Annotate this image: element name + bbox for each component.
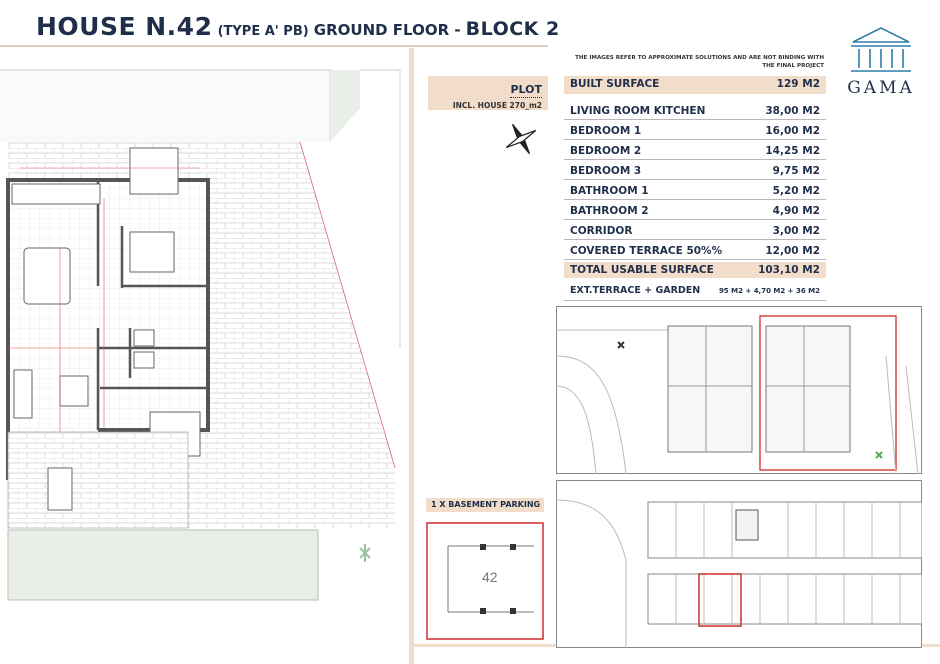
area-name: BATHROOM 2 bbox=[570, 205, 649, 217]
block-label: BLOCK 2 bbox=[465, 18, 560, 40]
ext-terrace-label: EXT.TERRACE + GARDEN bbox=[570, 285, 701, 296]
site-palm-icon bbox=[617, 341, 625, 349]
area-value: 12,00 M2 bbox=[765, 245, 820, 257]
area-row: COVERED TERRACE 50%% 12,00 M2 bbox=[564, 242, 826, 260]
dining-table bbox=[23, 247, 71, 305]
coffee-table bbox=[59, 375, 89, 407]
pillar-icon bbox=[510, 544, 516, 550]
house-floor bbox=[8, 180, 208, 430]
area-row: BEDROOM 2 14,25 M2 bbox=[564, 142, 826, 160]
house-number: HOUSE N.42 bbox=[36, 12, 213, 41]
ramp-curve bbox=[556, 499, 627, 648]
parking-number: 42 bbox=[482, 569, 498, 585]
total-usable-value: 103,10 M2 bbox=[758, 264, 820, 276]
area-name: LIVING ROOM KITCHEN bbox=[570, 105, 706, 117]
dimension-lines bbox=[8, 167, 200, 468]
palm-icon bbox=[359, 544, 371, 562]
ext-terrace-value: 95 M2 + 4,70 M2 + 36 M2 bbox=[718, 287, 820, 295]
area-value: 16,00 M2 bbox=[765, 125, 820, 137]
area-name: BEDROOM 2 bbox=[570, 145, 642, 157]
parking-row-top bbox=[647, 501, 922, 559]
area-value: 38,00 M2 bbox=[765, 105, 820, 117]
built-surface-label: BUILT SURFACE bbox=[570, 78, 660, 90]
site-tree-icon bbox=[875, 451, 883, 459]
header-rule bbox=[0, 45, 548, 47]
area-name: BEDROOM 1 bbox=[570, 125, 642, 137]
plot-box: PLOT INCL. HOUSE 270_m2 bbox=[428, 76, 548, 110]
area-table: BUILT SURFACE 129 M2 LIVING ROOM KITCHEN… bbox=[564, 76, 826, 278]
house-highlight bbox=[759, 315, 897, 471]
total-usable-label: TOTAL USABLE SURFACE bbox=[570, 264, 714, 276]
floor-plan bbox=[0, 69, 401, 601]
site-side-road bbox=[885, 355, 919, 474]
area-value: 4,90 M2 bbox=[772, 205, 820, 217]
built-surface-row: BUILT SURFACE 129 M2 bbox=[564, 76, 826, 94]
sink-2 bbox=[133, 351, 155, 369]
garden bbox=[7, 529, 319, 601]
basement-plan bbox=[556, 480, 922, 648]
area-value: 5,20 M2 bbox=[772, 185, 820, 197]
area-value: 3,00 M2 bbox=[772, 225, 820, 237]
area-value: 9,75 M2 bbox=[772, 165, 820, 177]
logo-text: GAMA bbox=[847, 78, 915, 98]
floor-label: GROUND FLOOR - bbox=[313, 21, 461, 39]
terrace bbox=[7, 431, 189, 529]
divider bbox=[409, 48, 414, 664]
bed-2 bbox=[129, 231, 175, 273]
area-value: 14,25 M2 bbox=[765, 145, 820, 157]
parking-detail: 42 bbox=[426, 522, 544, 640]
site-roads bbox=[556, 329, 676, 474]
plot-outline-right bbox=[360, 69, 401, 348]
house-type: (TYPE A' PB) bbox=[217, 24, 309, 39]
header: HOUSE N.42 (TYPE A' PB) GROUND FLOOR - B… bbox=[0, 0, 940, 48]
terrace-table bbox=[47, 467, 73, 511]
block-divisions bbox=[668, 326, 850, 452]
pillar-icon bbox=[480, 608, 486, 614]
stair-core bbox=[735, 509, 759, 541]
block-2 bbox=[765, 325, 851, 453]
kitchen-counter bbox=[11, 183, 101, 205]
area-name: COVERED TERRACE 50%% bbox=[570, 245, 723, 257]
area-row: BEDROOM 1 16,00 M2 bbox=[564, 122, 826, 140]
area-name: BEDROOM 3 bbox=[570, 165, 642, 177]
parking-row-bottom bbox=[647, 573, 922, 625]
ext-terrace-row: EXT.TERRACE + GARDEN 95 M2 + 4,70 M2 + 3… bbox=[564, 283, 826, 301]
area-row: BEDROOM 3 9,75 M2 bbox=[564, 162, 826, 180]
parking-label: 1 X BASEMENT PARKING bbox=[426, 498, 544, 512]
built-surface-value: 129 M2 bbox=[776, 78, 820, 90]
plot-label: PLOT bbox=[510, 83, 542, 98]
pillar-icon bbox=[480, 544, 486, 550]
street-area bbox=[0, 70, 330, 142]
bed-1 bbox=[129, 147, 179, 195]
parking-space-lines bbox=[447, 545, 534, 613]
parking-detail-frame bbox=[426, 522, 544, 640]
disclaimer: THE IMAGES REFER TO APPROXIMATE SOLUTION… bbox=[575, 55, 824, 69]
area-row: BATHROOM 1 5,20 M2 bbox=[564, 182, 826, 200]
area-row: LIVING ROOM KITCHEN 38,00 M2 bbox=[564, 102, 826, 120]
parking-highlight bbox=[698, 573, 742, 627]
sofa bbox=[13, 369, 33, 419]
area-row: CORRIDOR 3,00 M2 bbox=[564, 222, 826, 240]
boundary-line bbox=[299, 141, 396, 469]
site-plan bbox=[556, 306, 922, 474]
parking-bays bbox=[675, 502, 901, 624]
compass-icon bbox=[505, 123, 537, 155]
area-name: BATHROOM 1 bbox=[570, 185, 649, 197]
interior-walls bbox=[96, 180, 208, 430]
block-1 bbox=[667, 325, 753, 453]
area-row: BATHROOM 2 4,90 M2 bbox=[564, 202, 826, 220]
sink-1 bbox=[133, 329, 155, 347]
page-title: HOUSE N.42 (TYPE A' PB) GROUND FLOOR - B… bbox=[36, 12, 560, 41]
plot-value: INCL. HOUSE 270_m2 bbox=[452, 101, 542, 110]
hedge-top bbox=[330, 70, 360, 142]
pillar-icon bbox=[510, 608, 516, 614]
area-name: CORRIDOR bbox=[570, 225, 633, 237]
total-usable-row: TOTAL USABLE SURFACE 103,10 M2 bbox=[564, 262, 826, 278]
gama-logo-icon bbox=[851, 27, 911, 72]
